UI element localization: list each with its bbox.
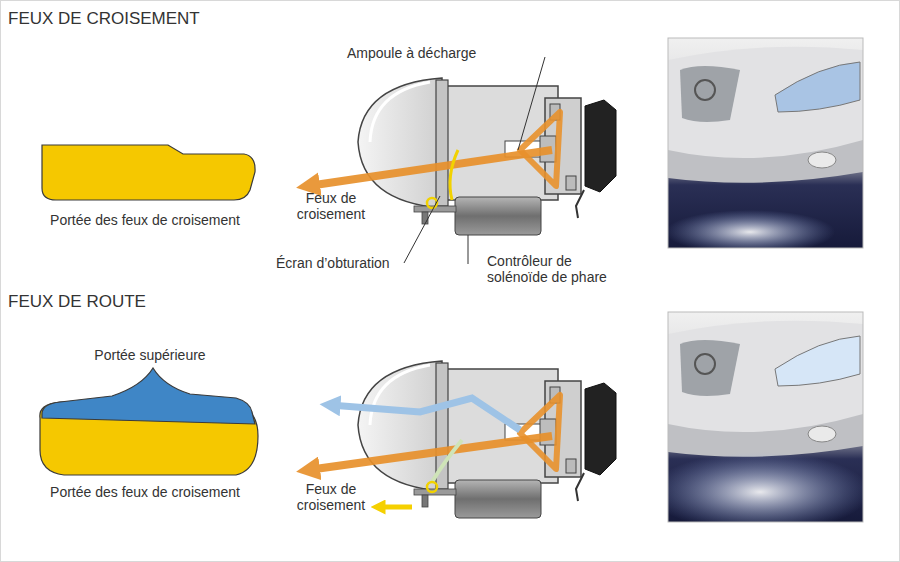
section-heading: FEUX DE CROISEMENT bbox=[8, 9, 308, 29]
beam-label: Feux de croisement bbox=[288, 481, 374, 513]
section-heading: FEUX DE ROUTE bbox=[8, 292, 308, 312]
part-label: Ampoule à décharge bbox=[347, 45, 547, 61]
car-photo bbox=[668, 312, 863, 522]
range-caption: Portée supérieure bbox=[60, 347, 240, 363]
car-photo bbox=[668, 38, 863, 248]
part-label: Écran d’obturation bbox=[276, 255, 416, 271]
range-caption: Portée des feux de croisement bbox=[30, 484, 260, 500]
low-beam-range bbox=[42, 145, 255, 200]
beam-label: Feux de croisement bbox=[288, 190, 374, 222]
part-label: Contrôleur de solénoïde de phare bbox=[487, 253, 627, 285]
projector-headlamp bbox=[358, 361, 616, 518]
range-caption: Portée des feux de croisement bbox=[30, 212, 260, 228]
high-beam-range bbox=[42, 368, 255, 424]
